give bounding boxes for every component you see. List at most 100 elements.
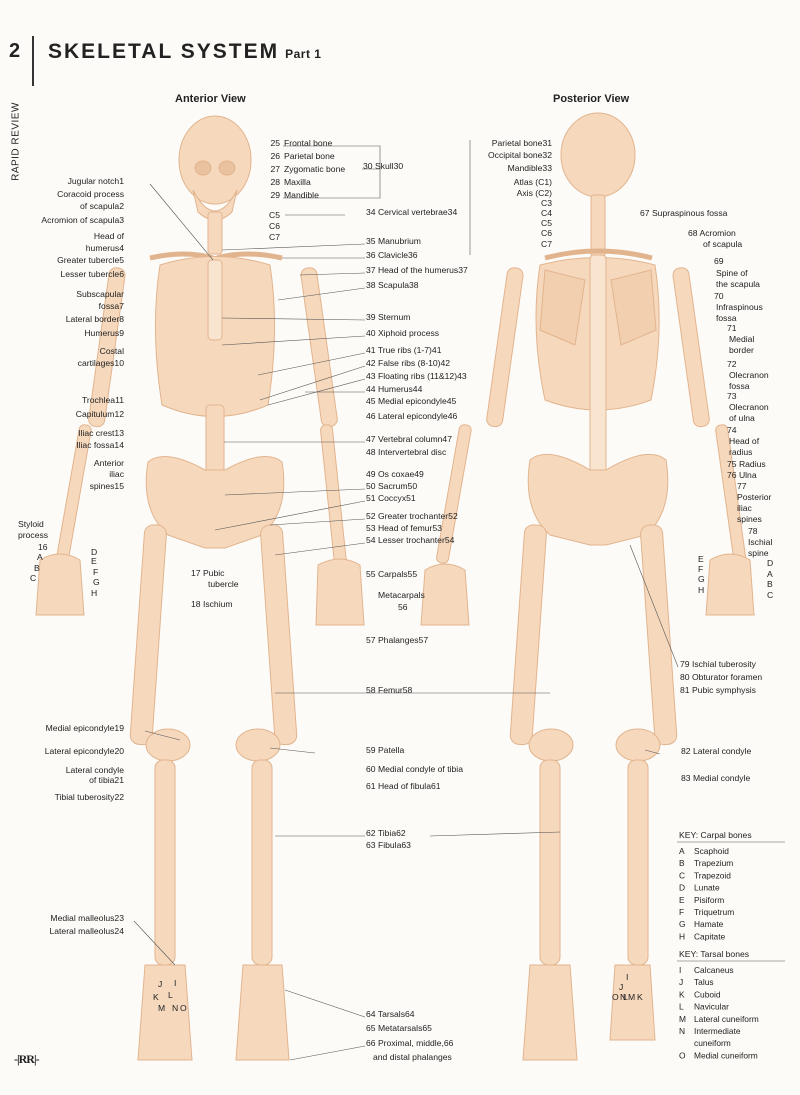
carpal-letter: G [698,574,705,584]
greater-trochanter-leader [269,518,366,526]
tarsal-letter: O [180,1003,187,1013]
anatomy-label: radius [729,447,752,457]
anterior-left-foot [137,964,193,1061]
anatomy-label: C3 [541,198,552,208]
anatomy-label: 37 Head of the humerus37 [366,265,468,275]
tarsal-letter: K [637,992,643,1002]
tarsal-letter: J [619,982,623,992]
anatomy-label: Posterior [737,492,772,502]
anatomy-label: fossa7 [99,301,125,311]
anterior-left-humerus [88,267,126,428]
posterior-clavicles [544,248,653,261]
posterior-left-hand [420,563,470,626]
anatomy-label: C4 [541,208,552,218]
key-name: Lateral cuneiform [694,1014,759,1024]
key-letter: F [679,907,684,917]
anatomy-label: 71 [727,323,737,333]
anatomy-label: 52 Greater trochanter52 [366,511,458,521]
anatomy-label: fossa [716,313,737,323]
posterior-spine [589,254,607,481]
anatomy-label: 73 [727,391,737,401]
anatomy-label: Tibial tuberosity22 [55,792,125,802]
anatomy-label: C5 [541,218,552,228]
callout-number: 25 [270,138,280,148]
key-letter: M [679,1014,686,1024]
anatomy-label: 50 Sacrum50 [366,481,417,491]
tarsal-letter: J [158,979,162,989]
key-name: Capitate [694,931,726,941]
carpal-letter: Styloid [18,519,44,529]
anterior-right-humerus [300,267,338,428]
key-name: Pisiform [694,895,724,905]
anatomy-label: 35 Manubrium [366,236,421,246]
anatomy-label: Ischial [748,537,772,547]
anatomy-label: spines15 [90,481,125,491]
anatomy-label: Capitulum12 [76,409,124,419]
anatomy-label: Metacarpals [378,590,425,600]
anatomy-label: Infraspinous [716,302,763,312]
key-name: Talus [694,977,714,987]
tarsal-letter: M [628,992,635,1002]
anatomy-label: 72 [727,359,737,369]
tarsal-letter: L [623,992,628,1002]
anatomy-label: 77 [737,481,747,491]
anterior-lumbar-spine [205,404,225,476]
anatomy-label: Lateral condyle [66,765,125,775]
carpal-letter: A [37,552,43,562]
posterior-right-humerus [672,267,710,428]
anatomy-label: border [729,345,754,355]
tarsal-letter: L [168,990,173,1000]
anatomy-label: iliac [109,469,125,479]
tibia-leader-posterior [429,831,561,837]
anatomy-label: cartilages10 [78,358,125,368]
skull-bracket-front [283,145,381,170]
anatomy-label: Head of [94,231,125,241]
anatomy-label: Mandible [284,190,319,200]
carpal-letter: A [767,569,773,579]
carpal-letter: F [698,564,703,574]
anterior-right-foot [235,964,290,1061]
anatomy-label: iliac [737,503,753,513]
key-name: Cuboid [694,989,721,999]
key-letter: K [679,989,685,999]
anatomy-label: Jugular notch1 [68,176,125,186]
carpal-letter: C [30,573,36,583]
anterior-right-femur [260,524,298,746]
scapula-leader [277,287,366,301]
anterior-pelvis [145,456,285,549]
anatomy-label: 79 Ischial tuberosity [680,659,757,669]
key-letter: A [679,846,685,856]
anatomy-label: Medial epicondyle19 [46,723,125,733]
anatomy-label: 74 [727,425,737,435]
anatomy-label: 56 [398,602,408,612]
key-letter: I [679,965,681,975]
anterior-right-tibia [251,759,273,966]
anatomy-label: Lesser tubercle6 [60,269,124,279]
anatomy-label: Spine of [716,268,748,278]
carpal-letter: D [91,547,97,557]
tarsal-letter: K [153,992,159,1002]
anatomy-label: Occipital bone32 [488,150,552,160]
anatomy-label: 55 Carpals55 [366,569,417,579]
anatomy-label: 54 Lesser trochanter54 [366,535,455,545]
anatomy-label: Zygomatic bone [284,164,345,174]
skull-bracket-back [283,169,381,199]
anatomy-label: Parietal bone31 [492,138,552,148]
anatomy-label: 47 Vertebral column47 [366,434,452,444]
key-letter: C [679,870,685,880]
anterior-left-tibia [154,759,176,966]
anatomy-label: Anterior [94,458,124,468]
anatomy-label: 34 Cervical vertebrae34 [366,207,457,217]
page-number: 2 [9,40,21,62]
anatomy-label: Lateral epicondyle20 [45,746,125,756]
anatomy-label: 48 Intervertebral disc [366,447,447,457]
anatomy-label: humerus4 [86,243,124,253]
anatomy-label: Coracoid process [57,189,124,199]
key-name: Lunate [694,883,720,893]
posterior-cervical-spine [590,194,606,258]
anatomy-label: of scapula [703,239,742,249]
anatomy-label: 42 False ribs (8-10)42 [366,358,450,368]
